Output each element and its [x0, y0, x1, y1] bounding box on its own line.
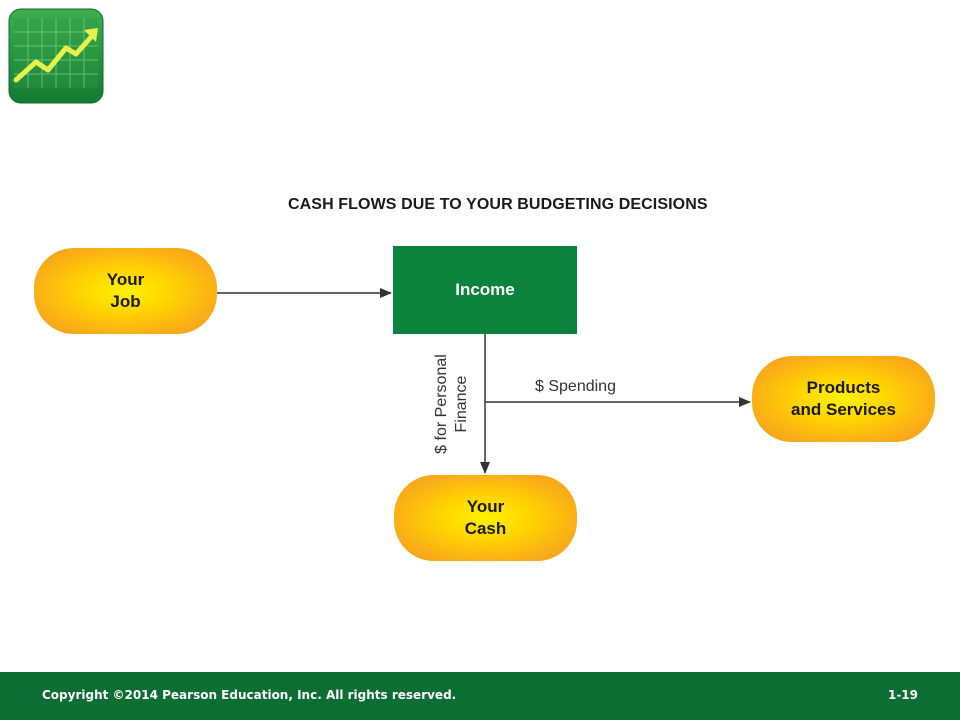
your-job-line2: Job [110, 292, 141, 311]
personal-finance-line2: Finance [453, 375, 470, 433]
your-cash-line2: Cash [464, 519, 507, 538]
your-job-node: Your Job [34, 248, 217, 334]
spending-label: $ Spending [535, 378, 616, 395]
income-node: Income [393, 246, 577, 334]
personal-finance-line1: $ for Personal [433, 354, 450, 454]
your-job-line1: Your [106, 270, 145, 289]
income-label: Income [455, 280, 515, 299]
products-line2: and Services [791, 400, 896, 419]
diagram-title: CASH FLOWS DUE TO YOUR BUDGETING DECISIO… [288, 196, 708, 213]
your-cash-node: Your Cash [394, 475, 577, 561]
products-line1: Products [806, 378, 881, 397]
page-number: 1-19 [887, 688, 918, 702]
footer-bar: Copyright ©2014 Pearson Education, Inc. … [0, 672, 960, 720]
your-cash-line1: Your [466, 497, 505, 516]
copyright-text: Copyright ©2014 Pearson Education, Inc. … [42, 688, 457, 702]
rising-chart-icon [8, 8, 104, 104]
products-services-node: Products and Services [752, 356, 935, 442]
personal-finance-label: $ for Personal Finance [432, 344, 472, 464]
